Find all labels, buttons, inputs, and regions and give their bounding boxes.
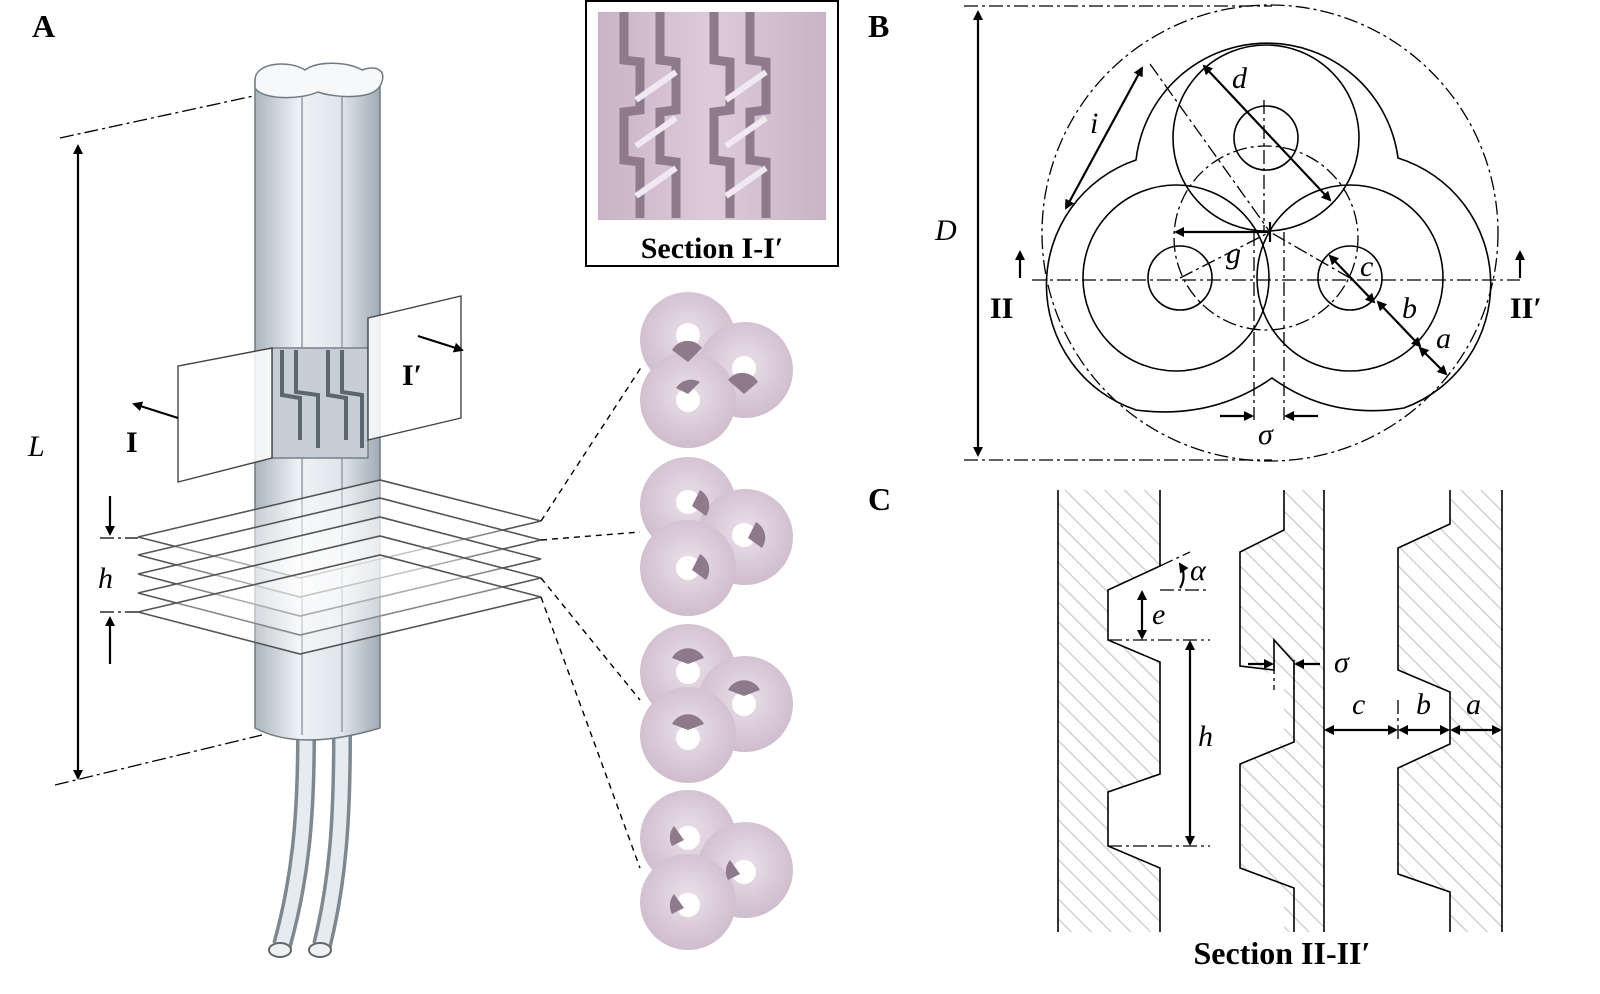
right-wall-profile	[1397, 490, 1451, 932]
section-plane-right	[367, 295, 462, 441]
disk-4	[640, 790, 793, 950]
top-hole	[1233, 105, 1299, 171]
i-label: i	[1090, 107, 1098, 140]
slice-planes	[137, 479, 542, 655]
i-dimension-arrow	[1065, 66, 1143, 210]
panel-b-label: B	[868, 8, 889, 44]
sigma-label-c: σ	[1334, 646, 1350, 679]
top-circle	[1172, 44, 1360, 232]
c-label-b: c	[1360, 250, 1373, 283]
c-label-c: c	[1352, 688, 1365, 721]
left-hole	[1147, 245, 1213, 311]
panel-a-label: A	[32, 8, 55, 44]
b-label-c: b	[1416, 688, 1431, 721]
disk-2	[640, 457, 793, 616]
right-circle	[1256, 184, 1444, 372]
leader-4	[540, 596, 641, 869]
a-label-c: a	[1466, 688, 1481, 721]
c-dimension-arrow	[1328, 254, 1376, 304]
I-label: I	[126, 426, 138, 459]
b-dimension-arrow	[1376, 300, 1422, 348]
h-label-c: h	[1198, 720, 1213, 753]
L-label: L	[27, 430, 45, 463]
left-circle	[1082, 184, 1270, 372]
sigma-label-b: σ	[1258, 418, 1274, 451]
middle-wall-profile-left	[1239, 490, 1295, 932]
II-prime-label: II′	[1510, 292, 1542, 325]
b-label-b: b	[1402, 292, 1417, 325]
panel-c: C α e h σ c b	[868, 481, 1503, 971]
section-II-label: Section II-II′	[1193, 935, 1370, 971]
column-top-cap	[254, 62, 384, 99]
right-hole	[1317, 245, 1383, 311]
outer-trefoil	[1045, 42, 1492, 413]
panel-b: B D i d g	[868, 4, 1542, 462]
I-prime-label: I′	[402, 359, 422, 392]
disk-1	[640, 292, 793, 448]
h-label-a: h	[98, 562, 113, 595]
section-I-label: Section I-I′	[641, 232, 784, 265]
leader-3	[540, 577, 641, 701]
d-label: d	[1232, 62, 1248, 95]
I-arrow	[132, 401, 179, 420]
panel-c-label: C	[868, 481, 891, 517]
outer-circle	[1041, 4, 1499, 462]
middle-wall-hatch	[1240, 490, 1324, 932]
section-plane-left	[177, 347, 273, 483]
a-dimension-arrow	[1418, 346, 1448, 376]
II-label: II	[990, 292, 1013, 325]
a-label-b: a	[1436, 322, 1451, 355]
disk-3	[640, 624, 793, 783]
panel-a: A L I I′	[27, 0, 839, 958]
d-dimension-arrow	[1202, 64, 1332, 202]
left-wall-hatch	[1058, 490, 1160, 932]
e-label: e	[1152, 598, 1165, 631]
left-wall-profile	[1107, 490, 1161, 932]
leader-2	[540, 531, 641, 541]
leader-1	[540, 365, 643, 522]
L-bottom-extension	[54, 734, 263, 786]
I-prime-arrow	[417, 334, 464, 353]
g-label: g	[1226, 237, 1241, 270]
alpha-label: α	[1190, 554, 1207, 587]
section-I-inset: Section I-I′	[585, 0, 839, 267]
D-label: D	[934, 214, 957, 247]
